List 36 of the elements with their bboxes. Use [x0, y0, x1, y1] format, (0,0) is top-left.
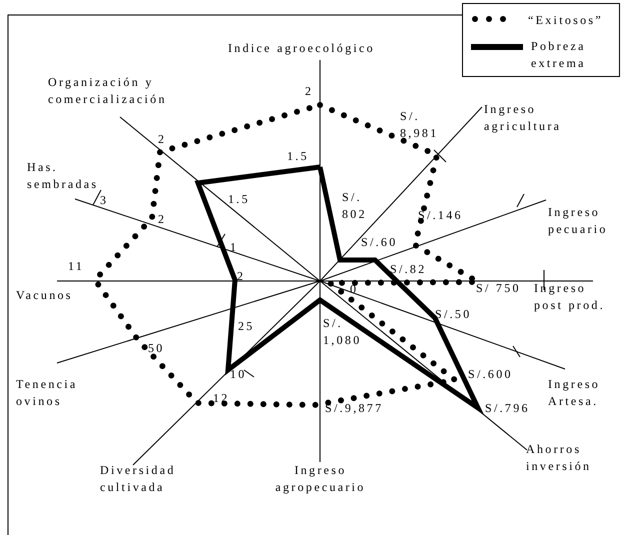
- legend-label: Pobreza extrema: [531, 38, 587, 72]
- value-label: 1: [230, 239, 240, 256]
- value-label: 1.5: [287, 148, 310, 165]
- axis-label: Diversidad cultivada: [100, 462, 177, 496]
- value-label: 2: [158, 131, 168, 148]
- value-label: S/. 802: [342, 189, 368, 223]
- legend-label: “Exitosos”: [528, 12, 604, 29]
- axis-label: Ahorros inversión: [526, 441, 592, 475]
- axis-label: Indice agroecológico: [228, 40, 376, 57]
- value-label: 3: [100, 192, 110, 209]
- value-label: 1.5: [228, 191, 251, 208]
- value-label: 10: [230, 366, 248, 383]
- value-label: S/.82: [390, 261, 428, 278]
- value-label: 2: [158, 211, 168, 228]
- value-label: S/.50: [435, 306, 473, 323]
- value-label: S/. 8,981: [400, 108, 440, 142]
- axis-label: Organización y comercialización: [48, 74, 168, 108]
- axis-label: Ingreso agricultura: [484, 101, 562, 135]
- value-label: S/. 1,080: [323, 315, 362, 349]
- value-label: 11: [68, 258, 86, 275]
- value-label: S/.146: [418, 207, 464, 224]
- value-label: 50: [148, 340, 166, 357]
- axis-label: Has. sembradas: [27, 159, 100, 193]
- value-label: S/.60: [361, 234, 399, 251]
- value-label: S/.9,877: [325, 400, 384, 417]
- value-label: 25: [238, 318, 256, 335]
- value-label: S/ 750: [476, 282, 521, 295]
- axis-label: Ingreso agropecuario: [274, 462, 367, 496]
- value-label: 2: [237, 268, 246, 285]
- value-label: S/.600: [468, 366, 514, 383]
- axis-label: Ingreso pecuario: [548, 204, 609, 238]
- axis-label: Ingreso Artesa.: [548, 376, 602, 410]
- axis-label: Ingreso post prod.: [534, 280, 606, 314]
- axis-label: Tenencia ovinos: [16, 376, 79, 410]
- axis-label: Vacunos: [16, 287, 74, 304]
- value-label: 2: [305, 83, 314, 100]
